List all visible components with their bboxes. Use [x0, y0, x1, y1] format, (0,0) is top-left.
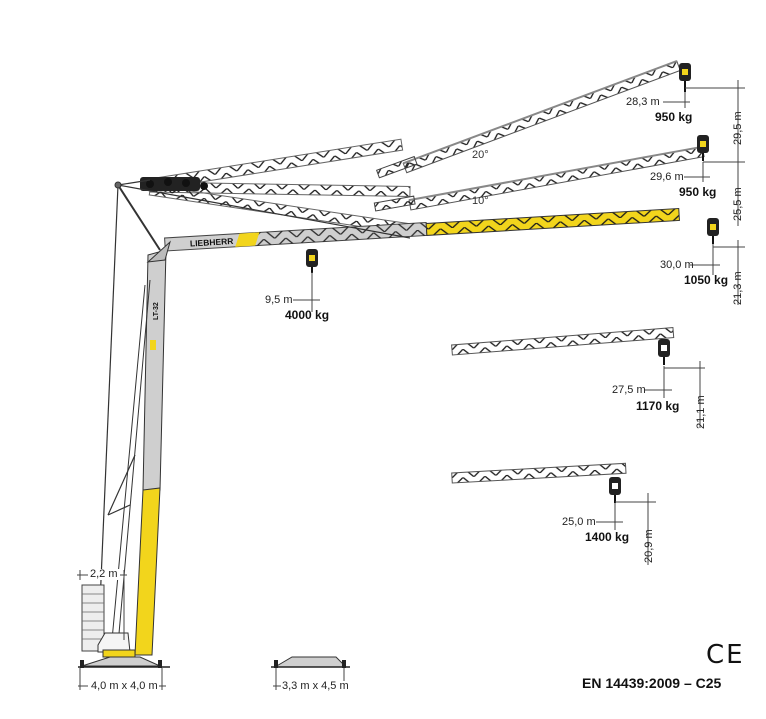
ballast-stack — [81, 584, 105, 652]
crane-base — [78, 584, 170, 668]
hook-height-luffed-20: 29,5 m — [732, 111, 744, 145]
load-label-luffed-10: 950 kg — [679, 185, 717, 199]
transport-support — [271, 656, 350, 668]
jib-horizontal: LIEBHERR — [164, 207, 680, 252]
radius-label-luffed-10: 29,6 m — [650, 171, 684, 183]
radius-label-reduced-25: 25,0 m — [562, 516, 596, 528]
hook-height-luffed-10: 25,5 m — [732, 187, 744, 221]
load-label-reduced-25: 1400 kg — [585, 530, 630, 544]
jib-reduced-27 — [451, 327, 675, 356]
norm-label: EN 14439:2009 – C25 — [582, 675, 722, 691]
load-label-horizontal-full: 1050 kg — [684, 273, 729, 287]
load-label-luffed-20: 950 kg — [655, 110, 693, 124]
support-transport-label: 3,3 m x 4,5 m — [281, 680, 350, 692]
tower: LT-32 — [134, 240, 171, 656]
counter-width-label: 2,2 m — [88, 568, 120, 580]
angle-label-20: 20° — [472, 149, 489, 161]
liebherr-logo: LIEBHERR — [190, 236, 234, 249]
hook-height-reduced-27: 21,1 m — [695, 395, 707, 429]
ce-mark: CE — [706, 640, 745, 670]
angle-label-10: 10° — [472, 195, 489, 207]
tower-model-marking: LT-32 — [153, 302, 160, 320]
jib-reduced-25 — [451, 462, 627, 484]
jib-luffed-20 — [375, 60, 681, 179]
load-label-reduced-27: 1170 kg — [636, 399, 680, 413]
radius-label-luffed-20: 28,3 m — [626, 96, 660, 108]
radius-label-reduced-27: 27,5 m — [612, 384, 646, 396]
radius-label-horizontal-full: 30,0 m — [660, 259, 694, 271]
load-label-horizontal-inner: 4000 kg — [285, 308, 330, 322]
hook-icons — [306, 63, 719, 503]
hook-height-reduced-25: 20,9 m — [643, 529, 655, 563]
support-main-label: 4,0 m x 4,0 m — [90, 680, 159, 692]
jib-luffed-inner-sections — [140, 138, 414, 235]
tower-stays — [97, 179, 411, 651]
radius-label-horizontal-inner: 9,5 m — [265, 294, 293, 306]
hook-height-horizontal-full: 21,3 m — [732, 271, 744, 305]
